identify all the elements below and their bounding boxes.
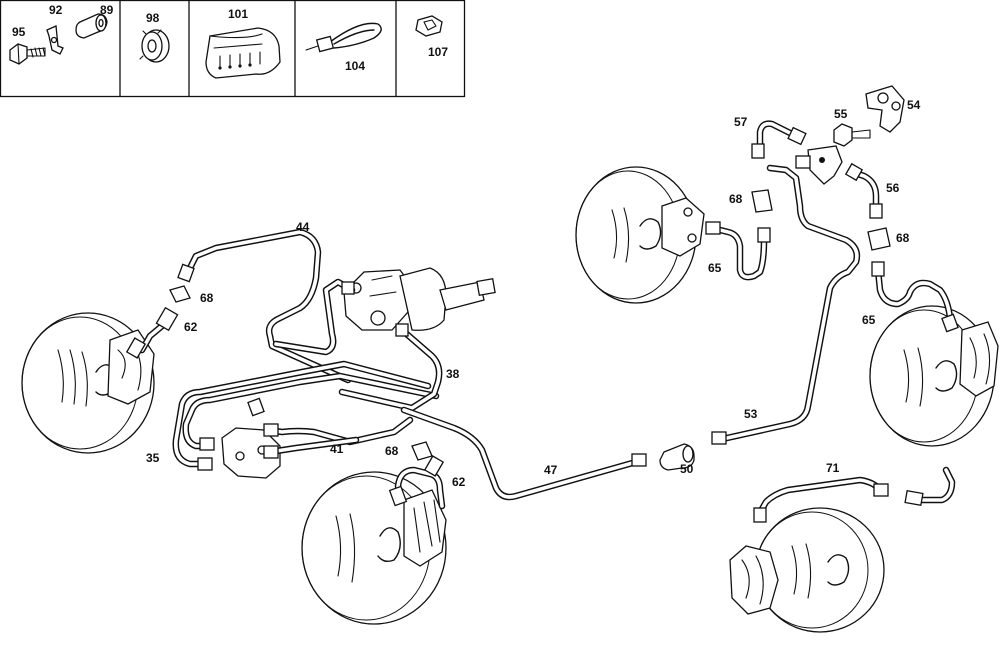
- bracket-68-upper-left: [169, 285, 191, 303]
- callout-68-upper-left: 68: [200, 291, 214, 305]
- callout-57: 57: [734, 115, 748, 129]
- callout-38: 38: [446, 367, 460, 381]
- callout-68-lower: 68: [385, 444, 399, 458]
- bracket-68-front-right: [751, 189, 773, 213]
- master-cylinder: [343, 267, 496, 331]
- brake-disc-front-left: [21, 312, 155, 454]
- callout-56: 56: [886, 181, 900, 195]
- pipe-holder-icon: [205, 27, 281, 79]
- part-label-107: 107: [428, 45, 448, 59]
- callout-44: 44: [296, 220, 310, 234]
- bracket-68-right: [867, 227, 891, 251]
- callout-50: 50: [680, 462, 694, 476]
- callout-55: 55: [834, 107, 848, 121]
- brake-distributor-block: [221, 427, 281, 479]
- pipe-fittings: [125, 126, 959, 523]
- callout-68-right: 68: [896, 231, 910, 245]
- sleeve-icon: [75, 13, 108, 39]
- callout-labels: 44 68 62 35 38 41 68 62 47 50 53 57 55 5…: [146, 98, 921, 489]
- callout-65-front-right: 65: [708, 261, 722, 275]
- small-parts-legend: 95 92 89 98 101 104 107: [0, 0, 466, 98]
- callout-35: 35: [146, 451, 160, 465]
- callout-62-lower: 62: [452, 475, 466, 489]
- callout-54: 54: [907, 98, 921, 112]
- cable-tie-icon: [305, 22, 382, 53]
- clip-small-icon: [415, 15, 443, 37]
- grommet-icon: [139, 29, 170, 63]
- bolt-55-icon: [833, 123, 871, 147]
- part-label-104: 104: [345, 59, 365, 73]
- callout-68-front-right: 68: [729, 192, 743, 206]
- part-label-101: 101: [228, 7, 248, 21]
- part-label-98: 98: [146, 11, 160, 25]
- brake-disc-rear-right-upper: [869, 305, 999, 447]
- pipe-connector-50: [659, 443, 695, 471]
- callout-62-upper-left: 62: [184, 320, 198, 334]
- distribution-block-bracket: [865, 85, 905, 133]
- callout-53: 53: [744, 407, 758, 421]
- three-way-connector: [807, 145, 843, 185]
- callout-65-rear-right: 65: [862, 313, 876, 327]
- brake-disc-rear-left: [301, 471, 447, 625]
- screw-icon: [9, 43, 46, 65]
- callout-47: 47: [544, 463, 558, 477]
- callout-71: 71: [826, 461, 840, 475]
- part-label-95: 95: [12, 25, 26, 39]
- bracket-68-lower: [411, 441, 433, 461]
- brake-disc-rear-right-lower: [729, 507, 885, 633]
- brake-disc-front-right: [575, 166, 705, 304]
- brake-pipes: [138, 120, 956, 520]
- callout-41: 41: [330, 442, 344, 456]
- clip-icon: [46, 25, 64, 55]
- part-label-89: 89: [100, 3, 114, 17]
- part-label-92: 92: [49, 3, 63, 17]
